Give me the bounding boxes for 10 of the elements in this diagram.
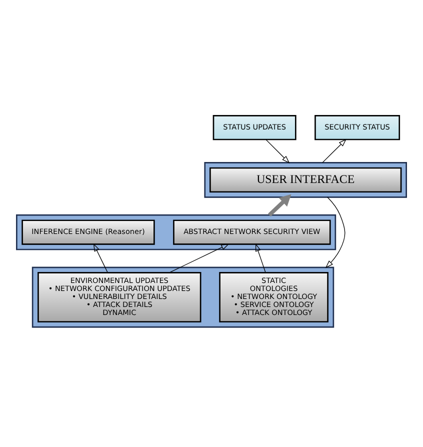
cluster — [32, 266, 334, 328]
arrow — [266, 138, 290, 163]
arrow — [255, 242, 266, 272]
cluster — [204, 162, 407, 198]
arrow — [322, 138, 347, 163]
arrow — [93, 242, 108, 272]
arrow — [168, 243, 230, 272]
node-box: USER INTERFACE — [210, 166, 402, 192]
arrow — [325, 196, 346, 268]
arrow — [268, 194, 292, 216]
